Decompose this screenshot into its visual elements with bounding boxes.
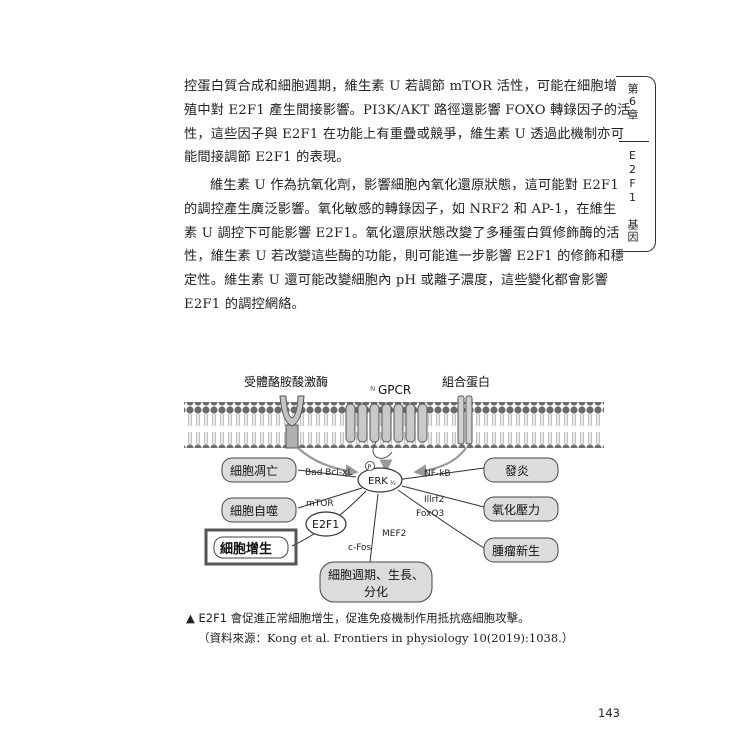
arrow-rtk-erk [297,447,359,478]
outcome-cell-cycle-box [319,561,433,603]
body-paragraph-1: 控蛋白質合成和細胞週期，維生素 U 若調節 mTOR 活性，可能在細胞增 殖中對… [184,75,631,170]
chapter-label: 第6章 [626,83,639,121]
chapter-topic: E2F1 基因 [626,149,639,243]
integrin-label: 組合蛋白 [442,374,490,389]
erk-subscript: ½ [390,480,396,487]
outcome-inflammation: 發炎 [505,463,529,478]
outcome-autophagy-box [221,497,297,523]
erk-node [357,467,403,493]
outcome-tumorigenesis: 腫瘤新生 [492,543,540,558]
tab-divider [619,141,649,142]
erk-connectors [291,467,485,563]
phospho-badge [365,461,375,471]
mediator-illrf2: Illrf2 [424,495,444,505]
phospho-label: P [368,464,372,471]
outcome-inflammation-box [483,457,559,483]
outcome-cell-cycle-line1: 細胞週期、生長、 [328,568,424,582]
diagram-svg: 受體酪胺酸激酶 N GPCR 組合蛋白 [184,374,604,603]
e2f1-node [305,511,347,537]
outcome-tumorigenesis-box [483,537,559,563]
mediator-mtor: mTOR [306,499,334,509]
rtk-label: 受體酪胺酸激酶 [244,374,328,389]
outcome-cell-cycle-line2: 分化 [364,585,388,599]
text-line: 素 U 調控下可能影響 E2F1。氧化還原狀態改變了多種蛋白質修飾酶的活 [184,225,620,241]
figure-source: （資料來源：Kong et al. Frontiers in physiolog… [198,631,574,645]
page-number: 143 [598,706,620,720]
integrin-receptor [457,395,473,445]
outcome-apoptosis: 細胞凋亡 [230,464,278,478]
arrow-integrin-erk [413,447,467,478]
mediator-foxo3: FoxO3 [416,509,444,519]
gpcr-n-terminal: N [370,385,375,393]
e2f1-label: E2F1 [312,518,339,531]
outcome-proliferation-box [213,536,289,559]
mediator-mef2: MEF2 [382,529,406,539]
erk-label: ERK [368,476,388,487]
outcome-oxidative-stress-box [483,496,559,522]
erk-signaling-diagram: 受體酪胺酸激酶 N GPCR 組合蛋白 [170,360,610,610]
text-line: 控蛋白質合成和細胞週期，維生素 U 若調節 mTOR 活性，可能在細胞增 [184,79,618,94]
mediator-bad-bcl: Bad Bcl-xL [305,468,352,478]
text-line: 殖中對 E2F1 產生間接影響。PI3K/AKT 路徑還影響 FOXO 轉錄因子… [184,102,631,118]
outcome-apoptosis-box [221,457,297,483]
outcome-proliferation: 細胞增生 [220,541,272,557]
text-line: 性，維生素 U 若改變這些酶的功能，則可能進一步影響 E2F1 的修飾和穩 [184,249,625,265]
gpcr-receptor [345,403,428,459]
mediator-cfos: c-Fos [348,543,372,553]
text-line: 維生素 U 作為抗氧化劑，影響細胞內氧化還原狀態，這可能對 E2F1 [210,178,619,193]
gpcr-label: GPCR [378,383,411,397]
body-paragraph-2: 維生素 U 作為抗氧化劑，影響細胞內氧化還原狀態，這可能對 E2F1 的調控產生… [184,174,625,317]
text-line: 的調控產生廣泛影響。氧化敏感的轉錄因子，如 NRF2 和 AP-1，在維生 [184,201,617,217]
outcome-autophagy: 細胞自噬 [230,503,278,518]
proliferation-highlight-frame [204,528,298,566]
mediator-nfkb: NF-kB [424,469,451,479]
outcome-oxidative-stress: 氧化壓力 [492,503,540,517]
text-line: 能間接調節 E2F1 的表現。 [184,150,350,166]
rtk-receptor [279,395,305,449]
text-line: E2F1 的調控網絡。 [184,296,306,312]
text-line: 性，這些因子與 E2F1 在功能上有重疊或競爭，維生素 U 透過此機制亦可 [184,126,625,142]
figure-caption: ▲ E2F1 會促進正常細胞增生，促進免疫機制作用抵抗癌細胞攻擊。 [186,611,530,625]
text-line: 定性。維生素 U 還可能改變細胞內 pH 或離子濃度，這些變化都會影響 [184,273,609,289]
chapter-side-tab: 第6章 E2F1 基因 [616,76,656,252]
